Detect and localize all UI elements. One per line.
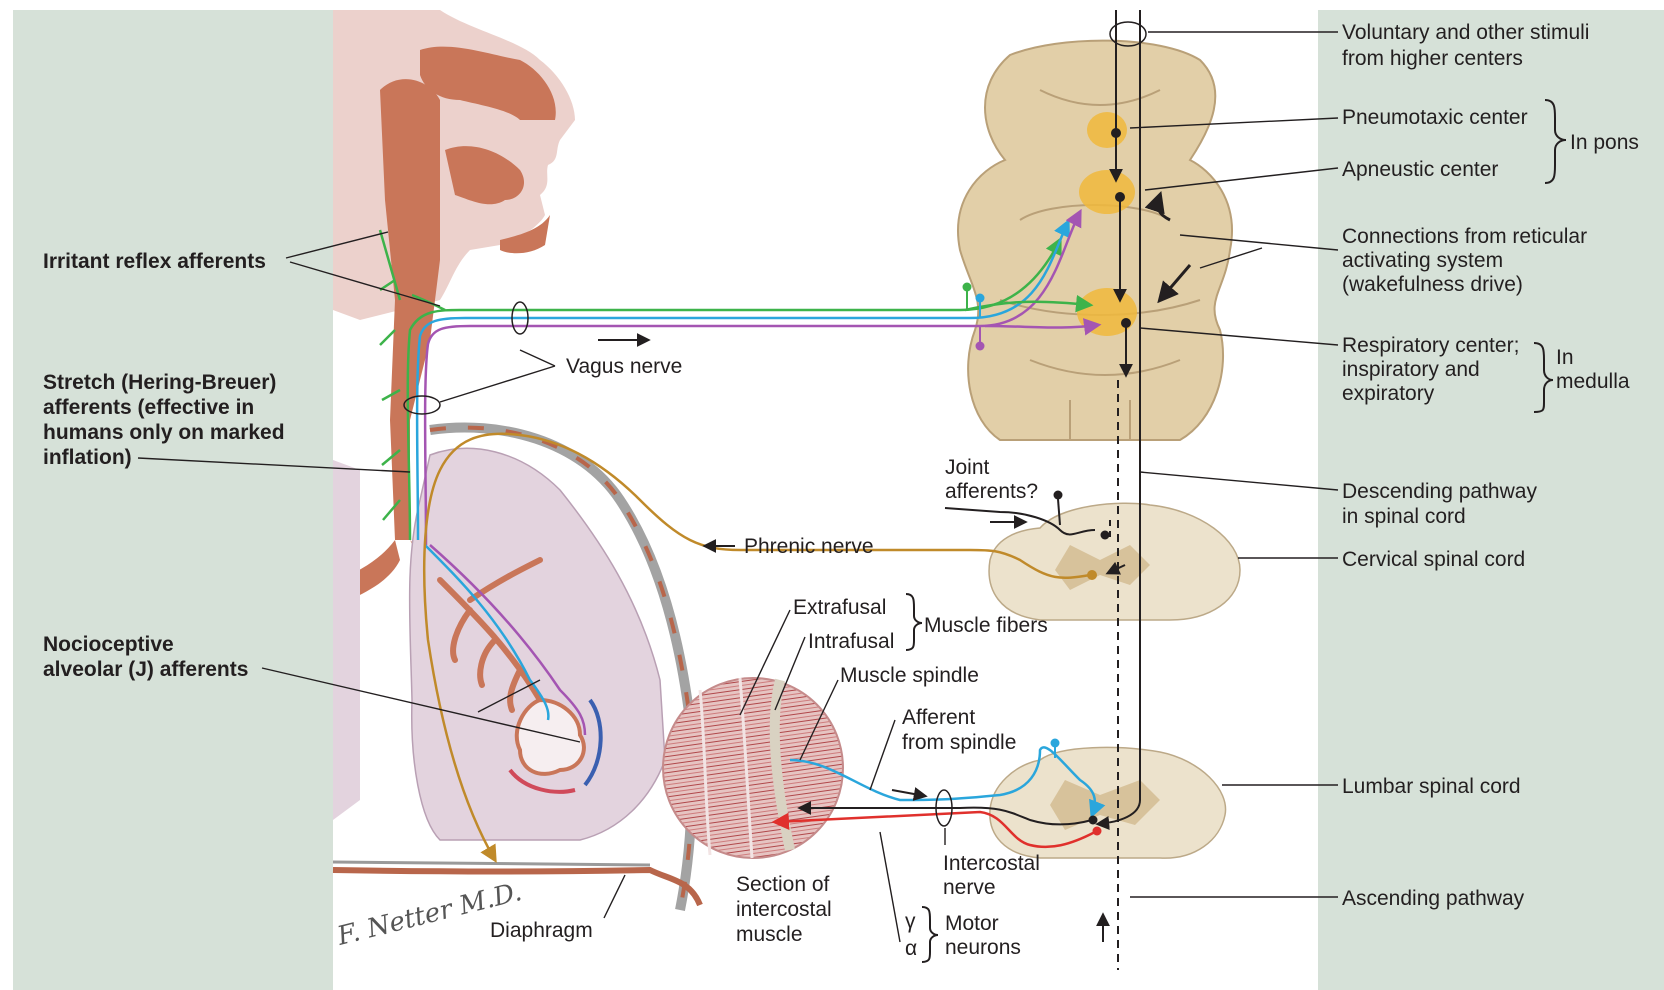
label-in-pons: In pons bbox=[1570, 131, 1639, 154]
label-in-medulla-line2: medulla bbox=[1556, 370, 1630, 393]
label-stretch-line1: Stretch (Hering-Breuer) bbox=[43, 371, 276, 394]
brainstem-illustration bbox=[958, 41, 1232, 440]
label-section-line3: muscle bbox=[736, 923, 803, 946]
label-pneumotaxic-center: Pneumotaxic center bbox=[1342, 106, 1528, 129]
label-extrafusal: Extrafusal bbox=[793, 596, 886, 619]
label-intercostal-nerve-line2: nerve bbox=[943, 876, 996, 899]
label-diaphragm: Diaphragm bbox=[490, 919, 593, 942]
label-vagus-nerve: Vagus nerve bbox=[566, 355, 682, 378]
lung-illustration bbox=[333, 428, 700, 910]
label-stretch-line3: humans only on marked bbox=[43, 421, 285, 444]
label-phrenic-nerve: Phrenic nerve bbox=[744, 535, 874, 558]
label-lumbar-spinal-cord: Lumbar spinal cord bbox=[1342, 775, 1521, 798]
label-motor-line2: neurons bbox=[945, 936, 1021, 959]
label-stretch-line2: afferents (effective in bbox=[43, 396, 254, 419]
label-irritant-reflex-afferents: Irritant reflex afferents bbox=[43, 250, 266, 273]
label-intercostal-nerve-line1: Intercostal bbox=[943, 852, 1040, 875]
label-in-medulla-line1: In bbox=[1556, 346, 1574, 369]
cervical-cord-illustration bbox=[989, 503, 1240, 620]
label-alpha: α bbox=[905, 937, 917, 960]
label-respiratory-line1: Respiratory center; bbox=[1342, 334, 1519, 357]
label-cervical-spinal-cord: Cervical spinal cord bbox=[1342, 548, 1525, 571]
label-nociceptive-line2: alveolar (J) afferents bbox=[43, 658, 248, 681]
label-section-line2: intercostal bbox=[736, 898, 832, 921]
label-respiratory-line3: expiratory bbox=[1342, 382, 1435, 405]
label-section-line1: Section of bbox=[736, 873, 830, 896]
label-nociceptive-line1: Nocioceptive bbox=[43, 633, 174, 656]
label-descending-line1: Descending pathway bbox=[1342, 480, 1537, 503]
label-voluntary-line2: from higher centers bbox=[1342, 47, 1523, 70]
label-gamma: γ bbox=[905, 910, 916, 933]
lumbar-cord-illustration bbox=[990, 747, 1226, 858]
left-panel bbox=[13, 10, 333, 990]
label-muscle-spindle: Muscle spindle bbox=[840, 664, 979, 687]
label-joint-line1: Joint bbox=[945, 456, 990, 479]
label-afferent-spindle-line2: from spindle bbox=[902, 731, 1016, 754]
intercostal-muscle-section bbox=[663, 678, 843, 858]
label-descending-line2: in spinal cord bbox=[1342, 505, 1466, 528]
label-reticular-line3: (wakefulness drive) bbox=[1342, 273, 1523, 296]
label-reticular-line2: activating system bbox=[1342, 249, 1503, 272]
label-reticular-line1: Connections from reticular bbox=[1342, 225, 1587, 248]
label-respiratory-line2: inspiratory and bbox=[1342, 358, 1480, 381]
label-joint-line2: afferents? bbox=[945, 480, 1038, 503]
label-stretch-line4: inflation) bbox=[43, 446, 132, 469]
label-apneustic-center: Apneustic center bbox=[1342, 158, 1498, 181]
label-motor-line1: Motor bbox=[945, 912, 999, 935]
label-ascending-pathway: Ascending pathway bbox=[1342, 887, 1525, 910]
label-afferent-spindle-line1: Afferent bbox=[902, 706, 975, 729]
label-muscle-fibers: Muscle fibers bbox=[924, 614, 1048, 637]
label-voluntary-line1: Voluntary and other stimuli bbox=[1342, 21, 1589, 44]
label-intrafusal: Intrafusal bbox=[808, 630, 894, 653]
